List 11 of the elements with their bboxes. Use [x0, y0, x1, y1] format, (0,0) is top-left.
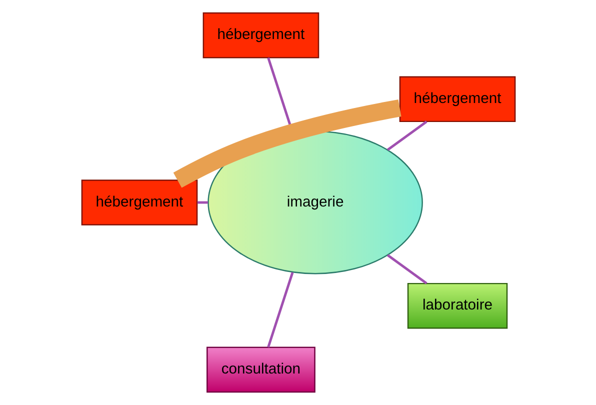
connector: [172, 100, 401, 188]
connector: [266, 272, 294, 348]
connector: [196, 201, 208, 204]
node-box: hébergement: [80, 180, 198, 226]
node-box: consultation: [206, 346, 315, 393]
connector: [386, 120, 427, 151]
node-ellipse: imagerie: [207, 130, 422, 274]
node-box: laboratoire: [406, 282, 508, 329]
node-box: hébergement: [202, 12, 319, 58]
connector: [386, 254, 427, 284]
node-box: hébergement: [398, 76, 516, 122]
